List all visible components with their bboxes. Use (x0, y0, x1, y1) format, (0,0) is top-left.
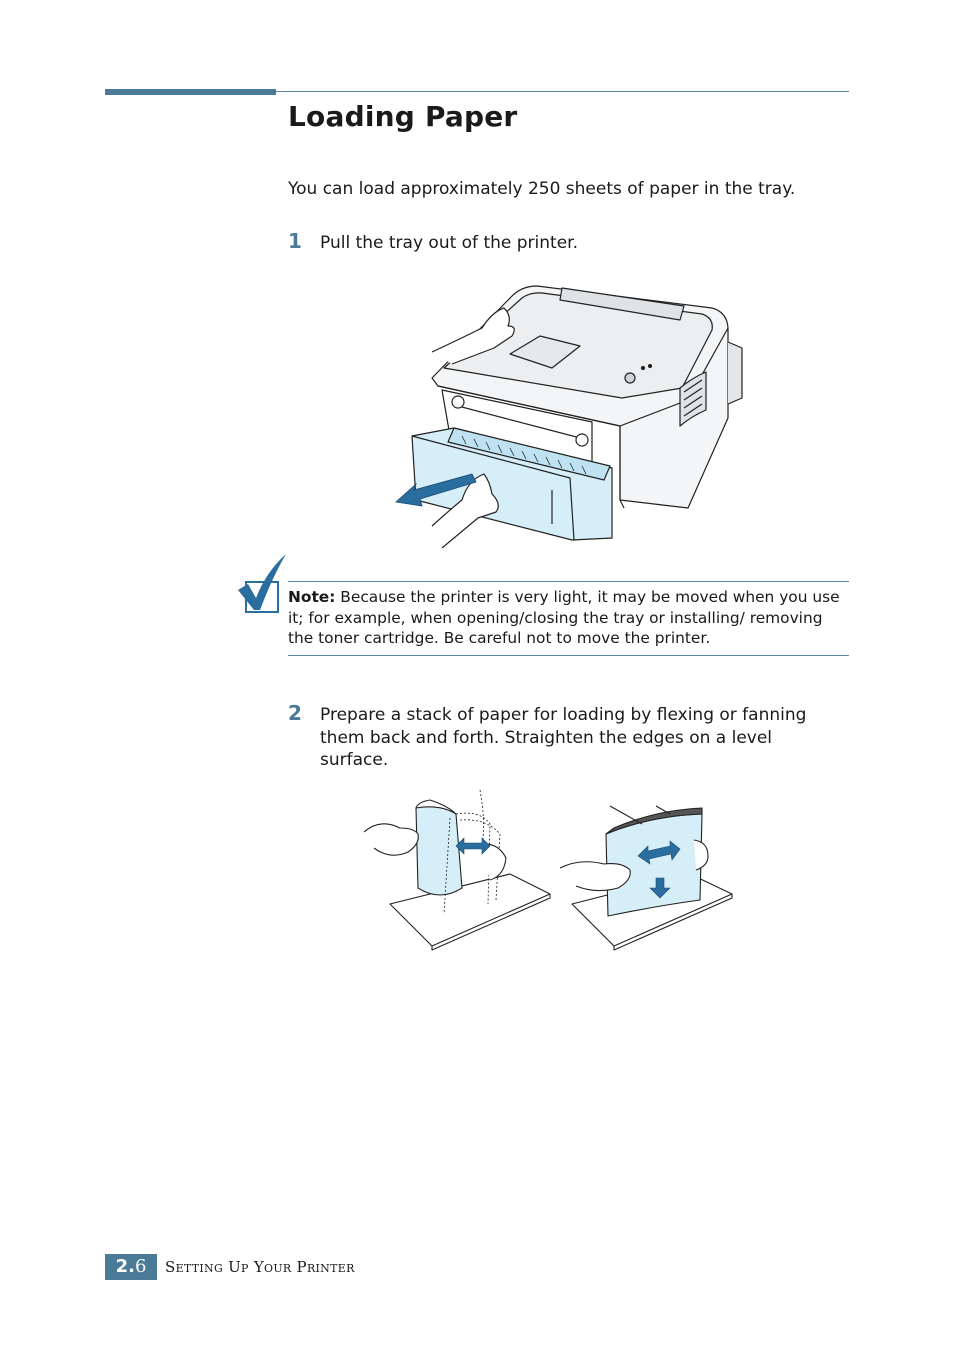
page-title: Loading Paper (288, 100, 518, 133)
note-rule-top (288, 581, 849, 582)
paper-fanning-illustration (363, 789, 733, 951)
step-text: Prepare a stack of paper for loading by … (320, 705, 807, 770)
printer-tray-illustration (395, 285, 743, 548)
section-title: Setting Up Your Printer (165, 1258, 355, 1276)
step-text: Pull the tray out of the printer. (320, 233, 578, 253)
note-text: Note: Because the printer is very light,… (288, 587, 850, 649)
page-number: 6 (134, 1256, 147, 1277)
note-rule-bottom (288, 655, 849, 656)
page-number-badge: 2.6 (105, 1254, 157, 1280)
step-number: 1 (288, 229, 302, 253)
note-body: Because the printer is very light, it ma… (288, 588, 840, 647)
header-rule-thick (105, 89, 276, 95)
header-rule-thin (276, 91, 849, 92)
note-label: Note: (288, 588, 336, 606)
chapter-number: 2. (115, 1256, 135, 1277)
intro-paragraph: You can load approximately 250 sheets of… (288, 179, 796, 199)
step-number: 2 (288, 701, 302, 725)
checkmark-note-icon (238, 554, 286, 613)
